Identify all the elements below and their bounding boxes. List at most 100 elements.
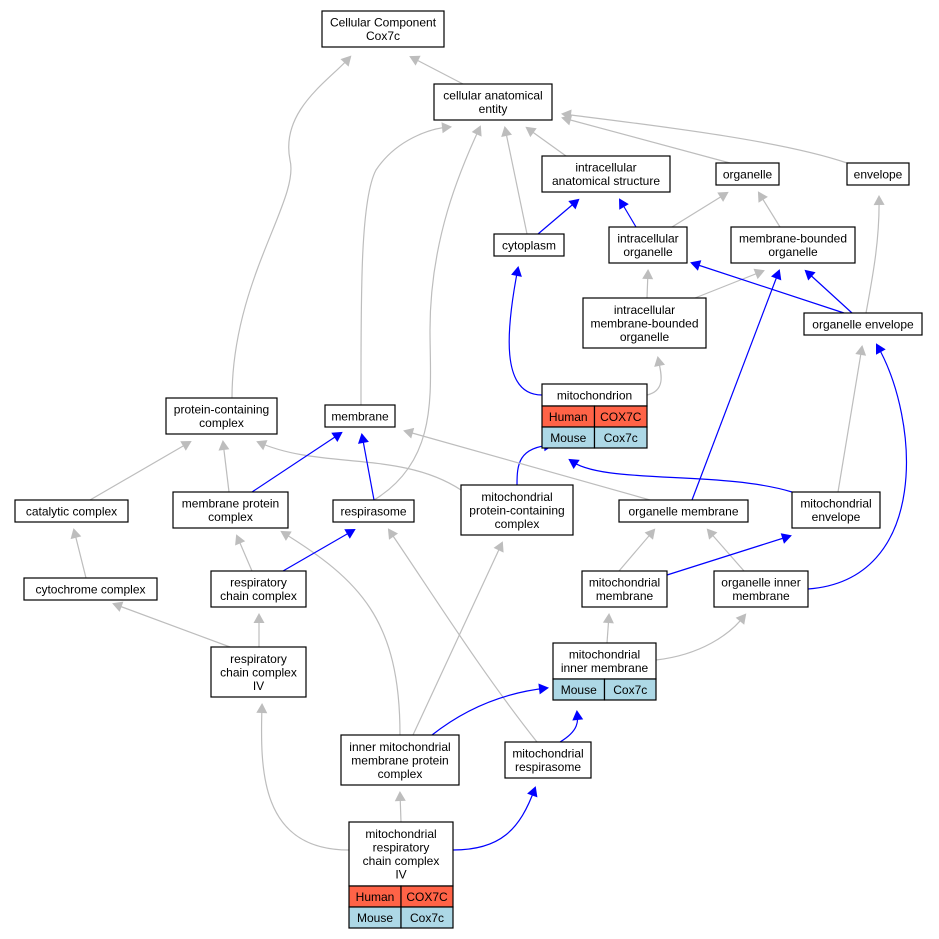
node-cytochrome[interactable]: cytochrome complex <box>23 577 158 601</box>
node-box <box>715 162 780 186</box>
edge-line <box>113 603 231 648</box>
edge-arrowhead <box>804 269 816 281</box>
edge-mresp-to-mim <box>559 710 584 743</box>
edge-line <box>404 430 651 501</box>
edge-line <box>251 432 342 493</box>
species-label: Human <box>356 890 395 904</box>
node-label: respirasome <box>515 760 581 774</box>
edge-line <box>807 344 908 590</box>
edge-line <box>691 262 845 314</box>
node-box <box>608 226 688 264</box>
edge-line <box>282 529 355 572</box>
edge-line <box>452 787 536 851</box>
node-box <box>14 499 129 523</box>
edge-line <box>431 687 548 736</box>
node-box <box>321 10 445 48</box>
node-omem[interactable]: organelle membrane <box>618 499 749 523</box>
node-catalytic[interactable]: catalytic complex <box>14 499 129 523</box>
edge-line <box>805 270 853 314</box>
edge-io-to-organelle <box>671 191 729 228</box>
node-label: membrane-bounded <box>590 316 698 330</box>
node-label: intracellular <box>614 303 675 317</box>
node-box <box>332 499 415 523</box>
node-box <box>348 821 454 887</box>
node-respirasome[interactable]: respirasome <box>332 499 415 523</box>
edge-cytoplasm-to-cae <box>501 126 528 235</box>
edge-arrowhead <box>644 528 656 540</box>
node-label: complex <box>378 767 423 781</box>
node-label: respiratory <box>230 576 287 590</box>
edge-mito-to-cytoplasm <box>508 266 543 396</box>
edge-envelope-to-cae <box>561 109 848 164</box>
edge-arrowhead <box>735 613 747 625</box>
gene-cell <box>593 426 648 449</box>
edge-arrowhead <box>538 683 549 695</box>
edge-arrowhead <box>180 441 192 451</box>
node-label: complex <box>208 510 253 524</box>
node-label: chain complex <box>220 665 297 679</box>
node-organelle[interactable]: organelle <box>715 162 780 186</box>
edge-arrowhead <box>218 440 230 451</box>
node-envelope[interactable]: envelope <box>846 162 910 186</box>
edge-mim-to-oim <box>655 613 747 661</box>
edge-line <box>671 192 728 228</box>
edge-line <box>412 542 503 736</box>
edge-arrowhead <box>619 198 629 210</box>
edge-arrowhead <box>256 440 268 451</box>
edge-mito-to-imbo <box>646 356 665 396</box>
edge-arrowhead <box>394 791 406 802</box>
node-label: protein-containing <box>469 503 564 517</box>
edge-arrowhead <box>771 269 782 281</box>
edge-mmem-to-omem <box>618 528 656 572</box>
node-label: membrane protein <box>351 753 448 767</box>
edge-arrowhead <box>256 703 268 714</box>
node-box <box>791 491 881 529</box>
node-label: cytochrome complex <box>35 582 145 596</box>
node-oenv[interactable]: organelle envelope <box>803 312 923 336</box>
edge-arrowhead <box>112 601 124 612</box>
node-label: respiratory <box>373 841 430 855</box>
edge-arrowhead <box>501 126 512 137</box>
edge-line <box>257 441 462 491</box>
edge-arrowhead <box>654 356 665 367</box>
node-label: organelle envelope <box>812 317 914 331</box>
edge-arrowhead <box>253 613 265 623</box>
node-label: mitochondrial <box>800 497 871 511</box>
edge-catalytic-to-pcc <box>89 441 192 501</box>
node-label: IV <box>253 679 264 693</box>
node-label: cellular anatomical <box>443 89 542 103</box>
edge-oim-to-omem <box>706 528 745 572</box>
edge-cae-to-root <box>409 55 464 85</box>
edge-arrowhead <box>873 195 885 206</box>
node-cytoplasm[interactable]: cytoplasm <box>493 233 565 257</box>
node-box <box>581 570 668 608</box>
edge-mbo-to-organelle <box>757 191 781 228</box>
node-box <box>324 404 396 428</box>
edge-arrowhead <box>780 533 792 544</box>
edge-arrowhead <box>358 433 369 444</box>
edge-line <box>73 529 87 579</box>
edge-arrowhead <box>340 55 352 67</box>
edge-line <box>260 704 350 851</box>
node-membrane[interactable]: membrane <box>324 404 396 428</box>
